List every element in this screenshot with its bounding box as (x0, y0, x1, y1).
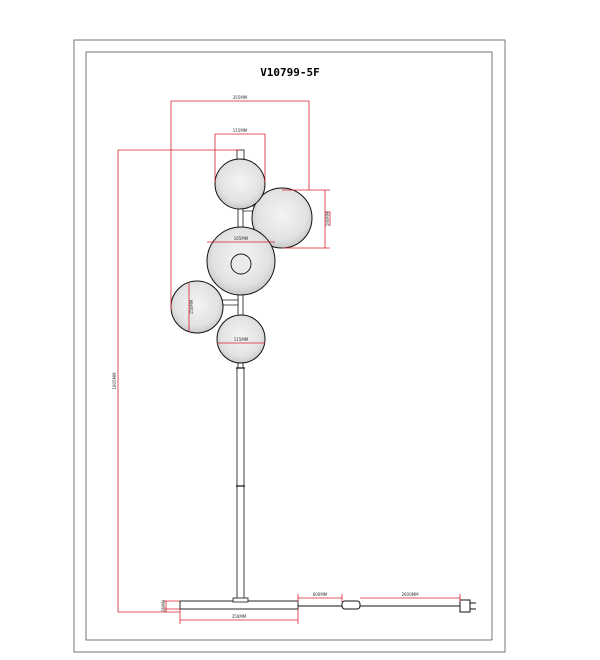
dim-top-globe-width: 115MM (233, 128, 248, 133)
outer-frame (73, 39, 506, 653)
plug (459, 599, 471, 613)
dim-total-height: 1605MM (112, 372, 117, 390)
globe-center-socket (230, 253, 252, 275)
dim-center-globe-width: 165MM (234, 236, 249, 241)
dim-overall-width: 355MM (233, 95, 248, 100)
dim-base-diameter: 350MM (232, 614, 247, 619)
globe-left (170, 280, 224, 334)
pole-lower (236, 367, 245, 487)
globe-top (214, 158, 266, 210)
dimension-lines: 355MM 115MM 190MM 165MM 150MM 115MM 1605… (112, 95, 461, 624)
dim-cable-to-plug: 2600MM (401, 592, 419, 597)
foot-switch (341, 600, 361, 610)
dim-cable-to-switch: 600MM (313, 592, 328, 597)
globe-bottom (216, 314, 266, 364)
dim-base-height: 25MM (161, 599, 166, 612)
pole-bottom (236, 485, 245, 601)
base-collar (232, 597, 249, 603)
dim-right-globe-height: 190MM (325, 211, 330, 226)
inner-frame (85, 51, 493, 641)
lamp-outline (170, 149, 476, 613)
dim-bottom-globe-width: 115MM (234, 337, 249, 342)
dim-left-globe-height: 150MM (189, 299, 194, 314)
model-title: V10799-5F (260, 66, 320, 79)
